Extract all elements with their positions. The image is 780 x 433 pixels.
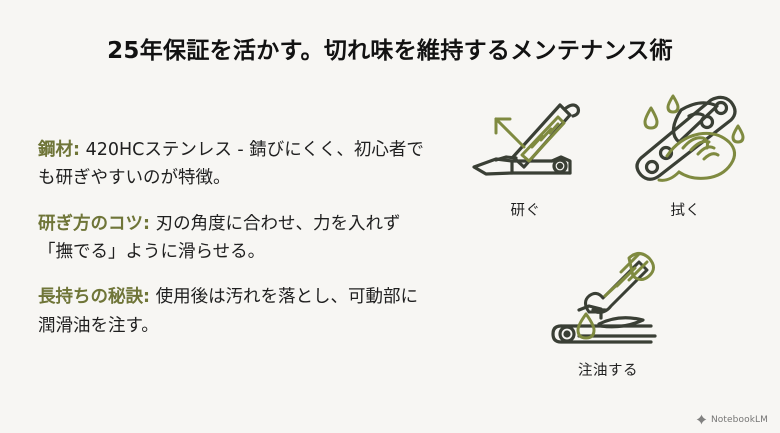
- illustration-caption: 拭く: [670, 203, 701, 219]
- illustration-oiling: 注油する: [543, 250, 673, 380]
- paragraph-lede: 研ぎ方のコツ:: [38, 213, 150, 234]
- oiling-icon: [551, 252, 657, 344]
- illustration-row-top: 研ぐ: [448, 90, 768, 220]
- paragraph-text: 420HCステンレス - 錆びにくく、初心者でも研ぎやすいのが特徴。: [38, 140, 424, 189]
- illustration-group: 研ぐ: [448, 90, 768, 400]
- body-paragraph: 研ぎ方のコツ: 刃の角度に合わせ、力を入れず「撫でる」ように滑らせる。: [38, 210, 428, 267]
- brand-name: NotebookLM: [710, 414, 768, 425]
- illustration-row-bottom: 注油する: [448, 250, 768, 380]
- paragraph-text: 使用後は汚れを落とし、可動部に潤滑油を注す。: [38, 287, 419, 336]
- notebooklm-logo-icon: [696, 414, 707, 425]
- paragraph-lede: 長持ちの秘訣:: [38, 287, 150, 308]
- page-title: 25年保証を活かす。切れ味を維持するメンテナンス術: [107, 38, 673, 65]
- body-paragraph: 長持ちの秘訣: 使用後は汚れを落とし、可動部に潤滑油を注す。: [38, 283, 428, 340]
- paragraph-lede: 鋼材:: [38, 140, 80, 160]
- illustration-caption: 研ぐ: [510, 203, 541, 219]
- body-text-column: 鋼材: 420HCステンレス - 錆びにくく、初心者でも研ぎやすいのが特徴。 研…: [38, 136, 428, 340]
- illustration-wiping: 拭く: [621, 90, 751, 220]
- footer-branding: NotebookLM: [696, 414, 768, 425]
- paragraph-text: 刃の角度に合わせ、力を入れず「撫でる」ように滑らせる。: [38, 213, 401, 263]
- wiping-icon: [634, 94, 744, 182]
- illustration-caption: 注油する: [578, 363, 638, 379]
- sharpening-icon: [471, 103, 580, 176]
- illustration-sharpening: 研ぐ: [466, 95, 586, 220]
- body-paragraph: 鋼材: 420HCステンレス - 錆びにくく、初心者でも研ぎやすいのが特徴。: [38, 136, 428, 193]
